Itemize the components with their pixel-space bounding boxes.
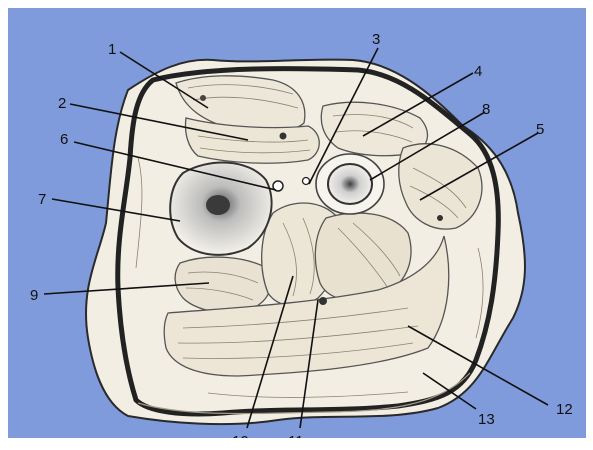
- label-6: 6: [60, 131, 68, 148]
- label-8: 8: [482, 101, 490, 118]
- label-2: 2: [58, 95, 66, 112]
- small-lumen: [328, 164, 372, 204]
- dot-c: [437, 215, 443, 221]
- label-5: 5: [536, 121, 544, 138]
- label-11: 11: [288, 433, 304, 438]
- label-3: 3: [372, 31, 380, 48]
- label-9: 9: [30, 287, 38, 304]
- label-4: 4: [474, 63, 482, 80]
- dot-b: [200, 95, 206, 101]
- label-13: 13: [478, 411, 495, 428]
- cross-section-diagram: 1 2 3 4 5 6 7 8 9 10 11 12 13: [8, 8, 586, 438]
- dot-a: [280, 133, 287, 140]
- dot-d: [319, 297, 327, 305]
- label-10: 10: [232, 433, 249, 438]
- label-12: 12: [556, 401, 573, 418]
- label-1: 1: [108, 41, 116, 58]
- label-7: 7: [38, 191, 46, 208]
- large-lumen-centre: [206, 195, 230, 215]
